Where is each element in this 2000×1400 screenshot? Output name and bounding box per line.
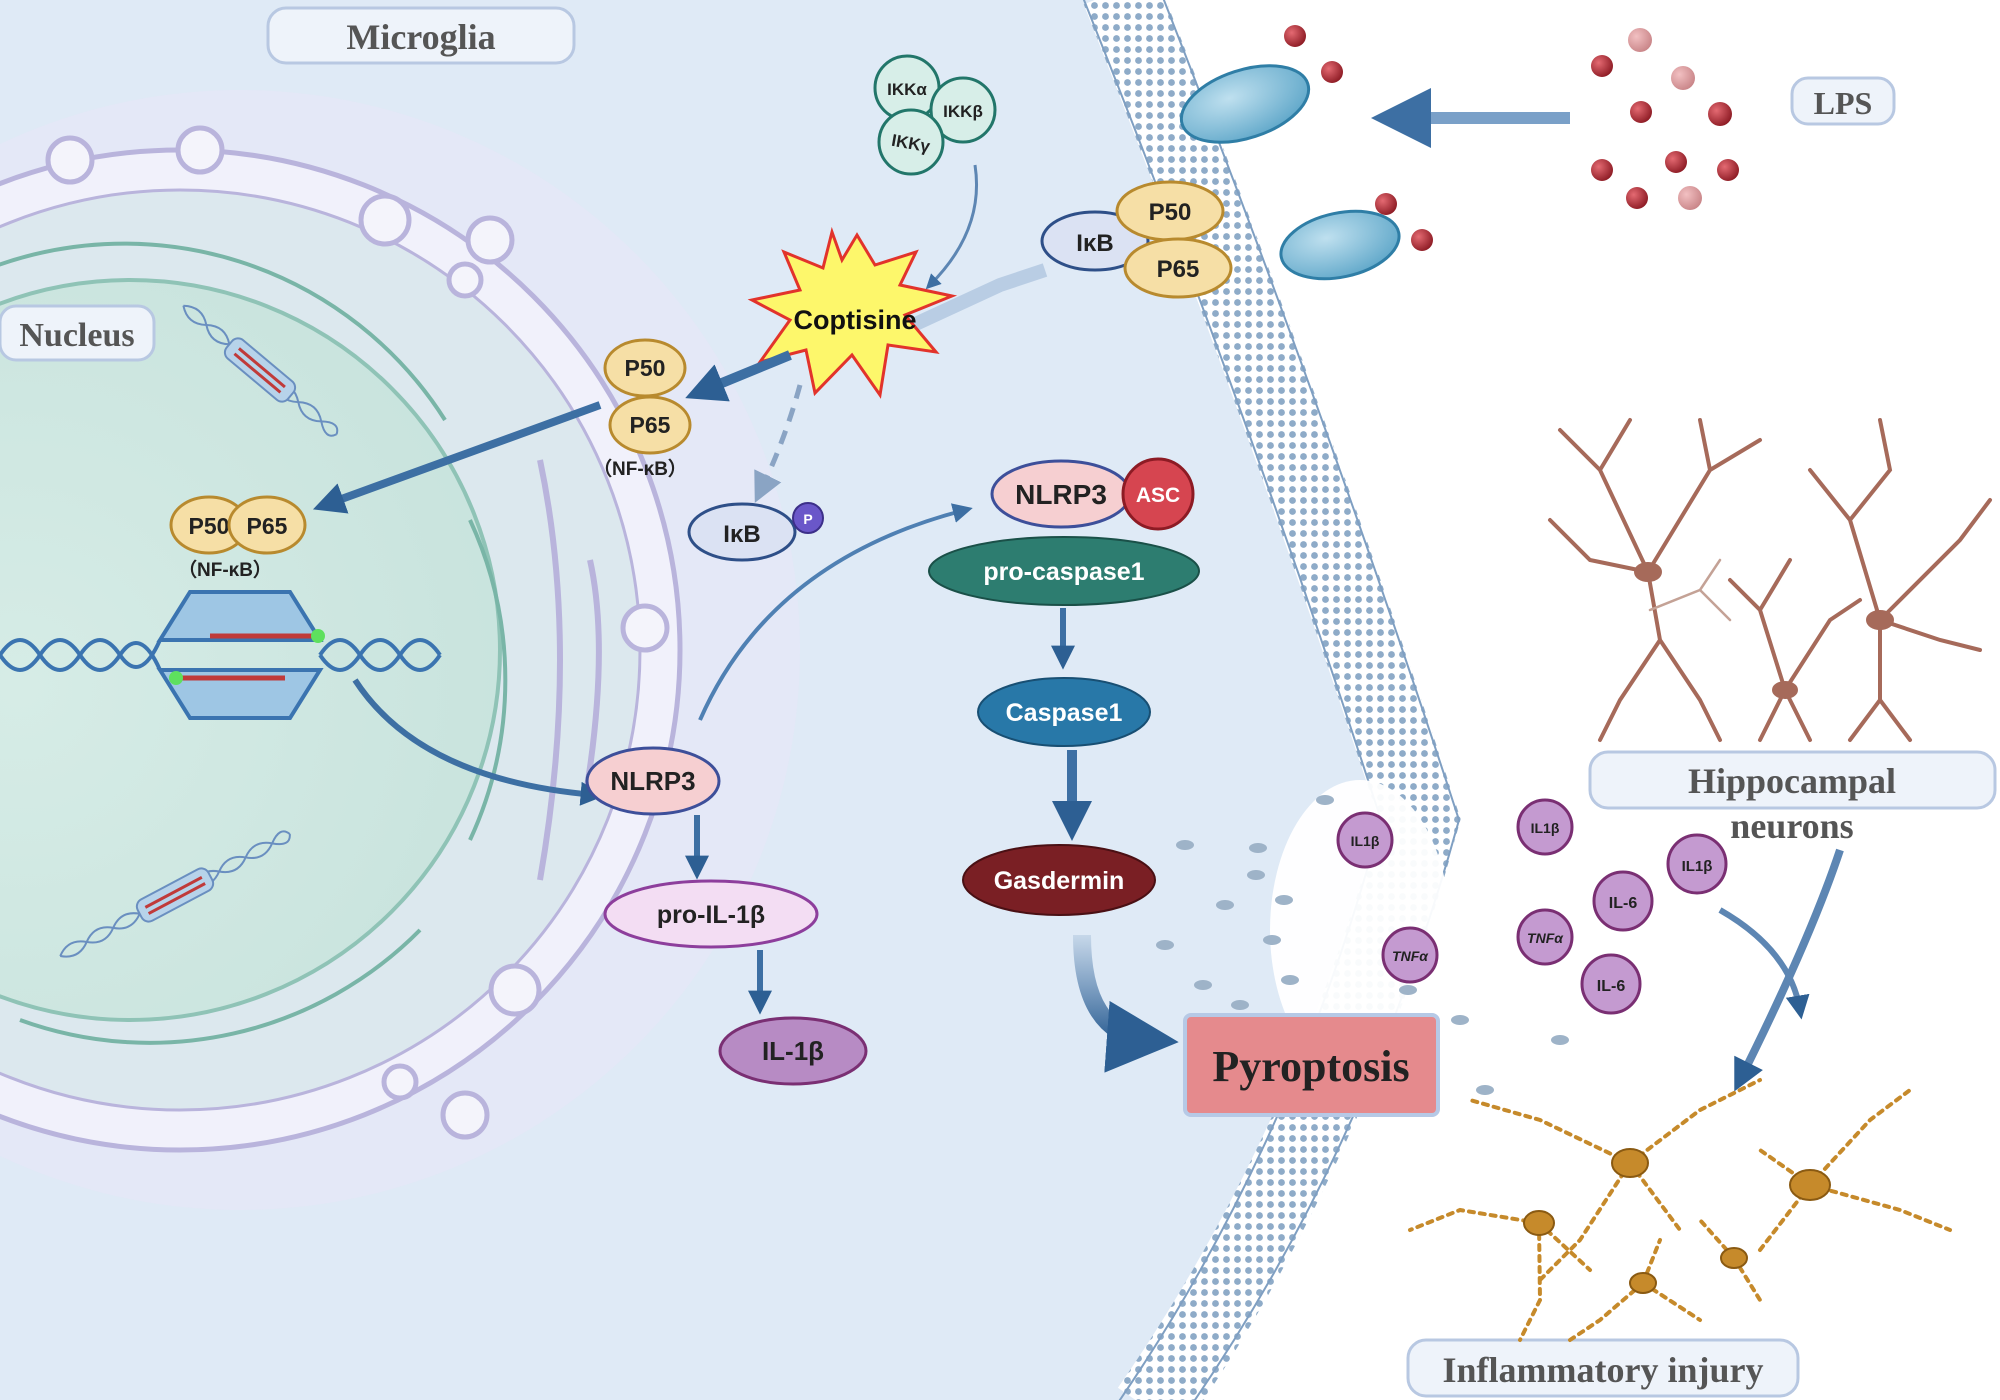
p65-label-cyto: P65 bbox=[630, 412, 671, 438]
membrane-rupture-burst bbox=[1270, 780, 1450, 1080]
lps-label-box: LPS bbox=[1790, 76, 1896, 126]
nucleus-label: Nucleus bbox=[19, 317, 134, 354]
ikb-label-top: IκB bbox=[1076, 230, 1113, 257]
p50-label-top: P50 bbox=[1149, 199, 1192, 226]
phospho-label: P bbox=[803, 511, 812, 527]
il1b-mature: IL-1β bbox=[718, 1016, 868, 1086]
microglia-label: Microglia bbox=[346, 17, 495, 57]
pro-caspase1-label: pro-caspase1 bbox=[983, 558, 1144, 586]
dna-fragment-lower bbox=[59, 830, 291, 958]
ikk-alpha-label: IKKα bbox=[887, 80, 927, 99]
nfkb-label-nuc: （NF-κB） bbox=[178, 558, 272, 581]
lps-label: LPS bbox=[1814, 85, 1873, 121]
hippocampal-label-box: Hippocampal neurons bbox=[1588, 750, 1997, 846]
damaged-neurons bbox=[1408, 1078, 1952, 1342]
dna-double-helix bbox=[0, 590, 442, 720]
cytokine-il1b-1: IL1β bbox=[1351, 833, 1380, 849]
nfkb-label-cyto: （NF-κB） bbox=[593, 457, 687, 480]
cytokines-to-injury-arrow bbox=[1718, 907, 1810, 1020]
neurons-to-injury-arrow bbox=[1734, 848, 1844, 1092]
gasdermin: Gasdermin bbox=[962, 844, 1156, 916]
pro-il1b-label: pro-IL-1β bbox=[657, 901, 765, 929]
nlrp3-label-inflam: NLRP3 bbox=[1015, 479, 1107, 510]
microglia-label-box: Microglia bbox=[266, 6, 576, 65]
p65-label-top: P65 bbox=[1157, 256, 1200, 283]
cell-membrane bbox=[1083, 0, 1461, 1400]
cytokine-il6-2: IL-6 bbox=[1597, 978, 1626, 995]
dna-fragment-upper bbox=[182, 304, 339, 437]
il1b-label: IL-1β bbox=[762, 1036, 824, 1066]
caspase1: Caspase1 bbox=[977, 677, 1151, 747]
nlrp3-cytoplasmic: NLRP3 bbox=[585, 746, 721, 816]
ikb-label-phospho: IκB bbox=[723, 521, 760, 548]
coptisine-starburst: Coptisine bbox=[747, 226, 958, 399]
p65-label-nuc: P65 bbox=[247, 513, 288, 539]
gasdermin-to-pyroptosis-arrow bbox=[1073, 934, 1179, 1073]
released-debris bbox=[1156, 795, 1569, 1095]
ikk-beta-label: IKKβ bbox=[943, 102, 983, 121]
lps-molecules bbox=[1284, 25, 1739, 251]
pro-il1b: pro-IL-1β bbox=[603, 879, 819, 949]
p50-label-cyto: P50 bbox=[625, 355, 666, 381]
cytokine-il1b-3: IL1β bbox=[1682, 858, 1713, 875]
inflammatory-injury-label-box: Inflammatory injury bbox=[1406, 1338, 1800, 1398]
asc-label: ASC bbox=[1136, 484, 1180, 507]
hippocampal-label-line2: neurons bbox=[1730, 806, 1853, 846]
nfkb-cytoplasmic: P50 P65 （NF-κB） bbox=[593, 338, 692, 480]
nfkb-nuclear: P50 P65 （NF-κB） bbox=[169, 495, 307, 581]
nlrp3-label-cyto: NLRP3 bbox=[610, 766, 695, 796]
ikb-phosphorylated: IκB P bbox=[687, 502, 824, 562]
nucleus-label-box: Nucleus bbox=[0, 304, 156, 362]
nlrp3-to-inflammasome-arrow bbox=[698, 503, 973, 721]
nucleus bbox=[0, 241, 508, 1045]
coptisine-label: Coptisine bbox=[793, 305, 916, 335]
cytokines: IL1β IL1β IL1β IL-6 IL-6 TNFα TNFα bbox=[1336, 798, 1728, 1015]
cytokine-tnfa-2: TNFα bbox=[1392, 948, 1429, 964]
cytokine-il6-1: IL-6 bbox=[1609, 895, 1638, 912]
nfkb-release-arrow bbox=[685, 350, 792, 402]
cytokine-tnfa-1: TNFα bbox=[1527, 930, 1564, 946]
caspase1-label: Caspase1 bbox=[1006, 699, 1123, 727]
ikk-to-coptisine-arrow bbox=[925, 164, 979, 290]
ikb-phosphorylation-arrow bbox=[754, 384, 803, 503]
transcription-arrow bbox=[352, 678, 605, 806]
ikk-complex: IKKα IKKβ IKKγ bbox=[873, 54, 997, 176]
hippocampal-label-line1: Hippocampal bbox=[1688, 761, 1896, 801]
healthy-neurons bbox=[1548, 418, 1992, 742]
nlrp3-inflammasome: NLRP3 ASC pro-caspase1 bbox=[928, 457, 1200, 606]
p50-label-nuc: P50 bbox=[189, 513, 230, 539]
gasdermin-label: Gasdermin bbox=[994, 867, 1125, 895]
tlr4-receptors bbox=[1179, 64, 1401, 281]
pyroptosis-label: Pyroptosis bbox=[1212, 1042, 1409, 1091]
pyroptosis-box: Pyroptosis bbox=[1183, 1013, 1440, 1117]
inflammatory-injury-label: Inflammatory injury bbox=[1443, 1350, 1764, 1390]
cytokine-il1b-2: IL1β bbox=[1531, 820, 1560, 836]
damaged-neuron-bodies bbox=[1523, 1148, 1831, 1294]
nfkb-nuclear-translocation-arrow bbox=[312, 401, 602, 514]
ikb-nfkb-complex: IκB P50 P65 bbox=[867, 180, 1233, 352]
